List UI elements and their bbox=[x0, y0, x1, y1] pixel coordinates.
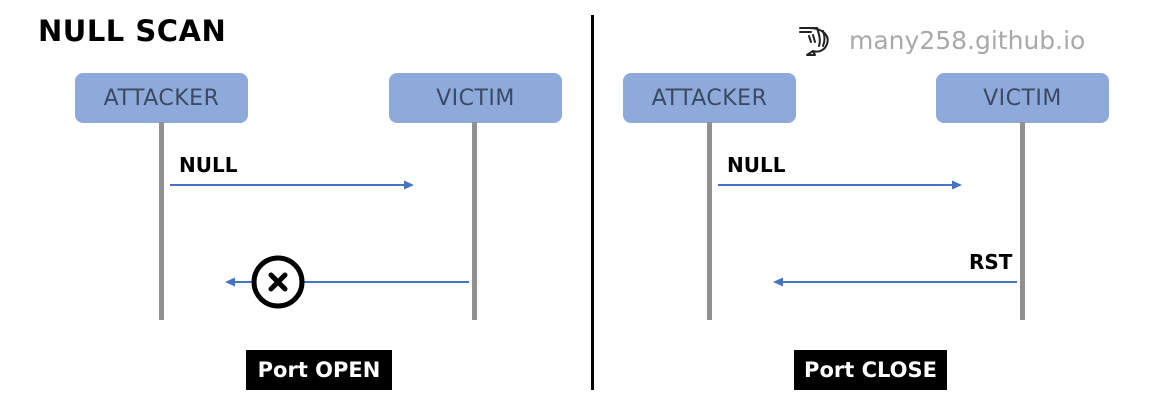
response-label-close: RST bbox=[969, 250, 1013, 274]
attacker-box-close: ATTACKER bbox=[623, 73, 796, 123]
victim-box-open: VICTIM bbox=[389, 73, 562, 123]
request-label-open: NULL bbox=[179, 153, 238, 177]
attacker-box-open: ATTACKER bbox=[75, 73, 248, 123]
shrimp-icon bbox=[799, 27, 829, 56]
status-badge-close: Port CLOSE bbox=[794, 350, 947, 390]
attacker-lifeline-open bbox=[159, 122, 164, 320]
victim-lifeline-close bbox=[1020, 122, 1025, 320]
request-arrow-close bbox=[718, 180, 962, 190]
response-arrow-close bbox=[773, 277, 1017, 287]
brand-text: many258.github.io bbox=[849, 25, 1086, 55]
victim-lifeline-open bbox=[472, 122, 477, 320]
status-badge-open: Port OPEN bbox=[246, 350, 392, 390]
attacker-lifeline-close bbox=[707, 122, 712, 320]
request-label-close: NULL bbox=[727, 153, 786, 177]
diagram-title: NULL SCAN bbox=[38, 14, 227, 48]
blocked-x-icon bbox=[251, 255, 305, 309]
response-arrow-open bbox=[225, 277, 469, 287]
victim-box-close: VICTIM bbox=[936, 73, 1109, 123]
request-arrow-open bbox=[170, 180, 414, 190]
panel-divider bbox=[591, 15, 594, 390]
brand: many258.github.io bbox=[797, 22, 1085, 58]
